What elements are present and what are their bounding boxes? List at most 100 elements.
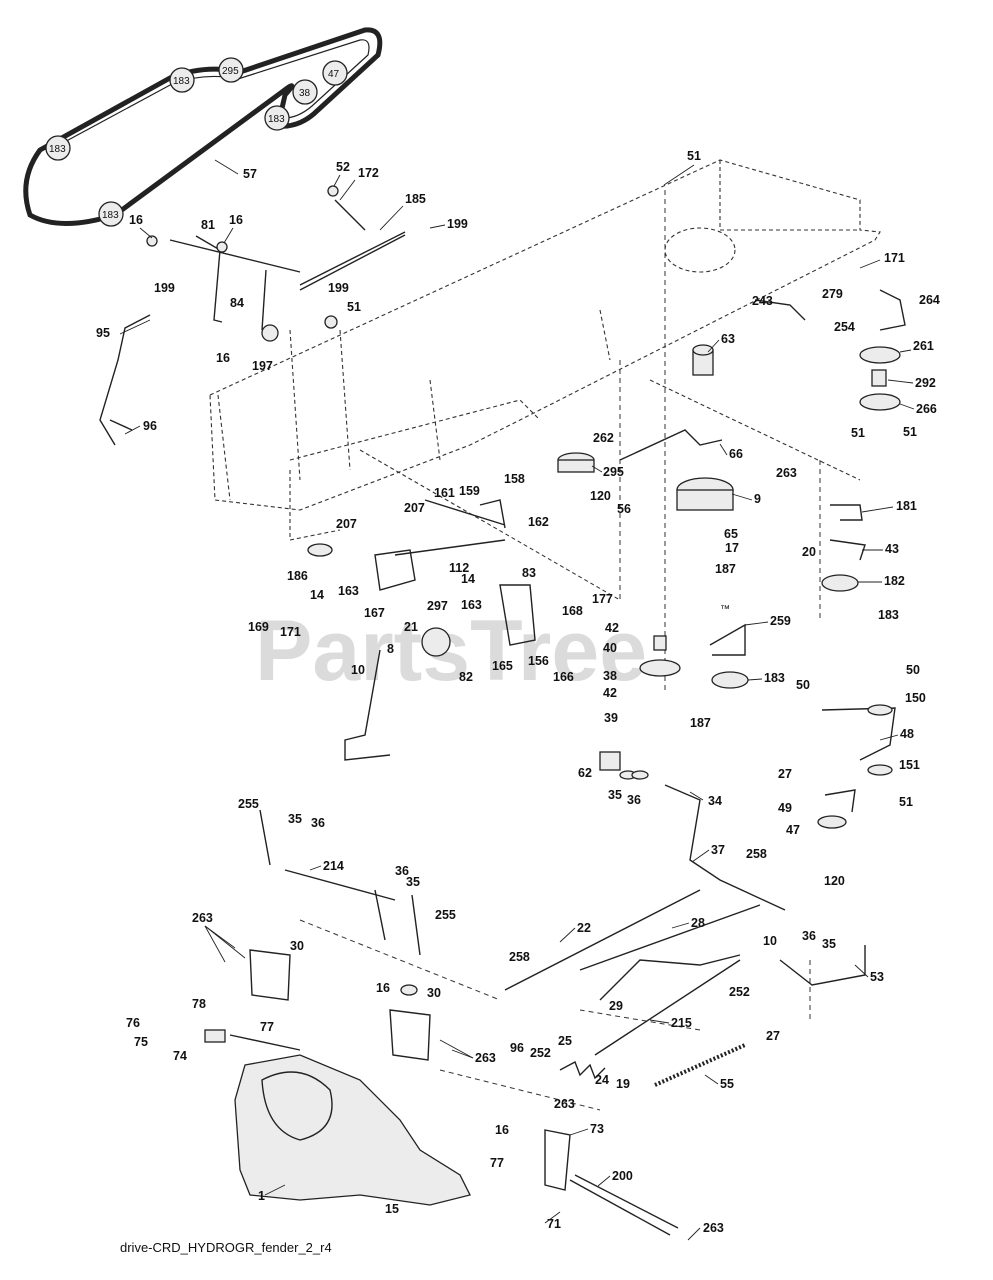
callout-255: 255 [238,797,259,811]
callout-24: 24 [595,1073,609,1087]
callout-207: 207 [404,501,425,515]
callout-74: 74 [173,1049,187,1063]
callout-55: 55 [720,1077,734,1091]
callout-14: 14 [461,572,475,586]
callout-10: 10 [351,663,365,677]
callout-51: 51 [851,426,865,440]
callout-39: 39 [604,711,618,725]
callout-22: 22 [577,921,591,935]
callout-182: 43 [885,542,899,556]
callout-199: 199 [154,281,175,295]
callout-84: 84 [230,296,244,310]
callout-15: 15 [385,1202,399,1216]
callout-263: 263 [554,1097,575,1111]
callout-50: 50 [796,678,810,692]
callout-183: 183 [764,671,785,685]
trademark: ™ [720,604,730,615]
callout-200: 200 [612,1169,633,1183]
callout-214: 214 [323,859,344,873]
callout-52: 52 [336,160,350,174]
callout-264: 264 [919,293,940,307]
callout-16: 16 [229,213,243,227]
callout-197: 197 [252,359,273,373]
callout-112: 112 [449,561,469,575]
pulley-bubble [98,201,124,227]
callout-81: 81 [201,218,215,232]
callout-167: 167 [364,606,385,620]
callout-20: 187 [715,562,736,576]
callout-28: 28 [691,916,705,930]
pulley-bubble [218,57,244,83]
callout-166: 166 [553,670,574,684]
pulley-bubble [45,135,71,161]
callout-27: 27 [766,1029,780,1043]
callout-labels: 57 52 172 185 199 16 81 16 51 199 84 199… [96,149,940,1235]
callout-183: 182 [884,574,905,588]
callout-255: 255 [435,908,456,922]
callout-177: 177 [592,592,613,606]
pulley-label: 47 [328,69,340,80]
callout-73: 73 [590,1122,604,1136]
callout-38: 38 [603,669,617,683]
callout-297: 297 [427,599,448,613]
pulley-label: 183 [268,114,285,125]
pulley-bubble [292,79,318,105]
callout-243: 243 [752,294,773,308]
callout-76: 76 [126,1016,140,1030]
callout-259: 259 [770,614,791,628]
pulley-bubble [322,60,348,86]
callout-279: 279 [822,287,843,301]
pulley-label: 183 [49,144,66,155]
callout-185: 185 [405,192,426,206]
callout-163: 163 [461,598,482,612]
callout-50: 50 [906,663,920,677]
callout-168: 168 [562,604,583,618]
callout-263: 263 [703,1221,724,1235]
callout-36: 36 [627,793,641,807]
callout-207: 207 [336,517,357,531]
centerlines [299,190,821,1111]
parts [99,185,906,1236]
pulley-label: 38 [299,88,311,99]
callout-165: 165 [492,659,513,673]
diagram-caption: drive-CRD_HYDROGR_fender_2_r4 [120,1240,332,1255]
callout-187: 183 [878,608,899,622]
callout-42: 42 [605,621,619,635]
callout-261: 261 [913,339,934,353]
callout-252: 252 [729,985,750,999]
callout-258: 258 [509,950,530,964]
callout-66: 66 [729,447,743,461]
callout-8: 8 [387,642,394,656]
callout-71: 71 [547,1217,561,1231]
callout-169: 169 [248,620,269,634]
callout-36: 36 [395,864,409,878]
callout-163: 163 [338,584,359,598]
callout-262: 262 [593,431,614,445]
leader-lines [119,159,915,1241]
callout-258: 258 [746,847,767,861]
callout-156: 156 [528,654,549,668]
callout-34: 34 [708,794,722,808]
callout-62: 62 [578,766,592,780]
callout-40: 40 [603,641,617,655]
callout-51: 51 [687,149,701,163]
callout-47: 47 [786,823,800,837]
callout-17: 17 [725,541,739,555]
callout-159: 159 [459,484,480,498]
callout-254: 254 [834,320,855,334]
callout-215: 215 [671,1016,692,1030]
pulley-bubble [264,105,290,131]
callout-96: 96 [510,1041,524,1055]
callout-120: 120 [590,489,611,503]
callout-43: 20 [802,545,816,559]
callout-1: 1 [258,1189,265,1203]
pulley-label: 295 [222,66,239,77]
callout-95: 95 [96,326,110,340]
callout-57: 57 [243,167,257,181]
pulley-label: 183 [173,76,190,87]
callout-14: 14 [310,588,324,602]
callout-295: 295 [603,465,624,479]
callout-150: 150 [905,691,926,705]
drive-belt [23,27,383,226]
